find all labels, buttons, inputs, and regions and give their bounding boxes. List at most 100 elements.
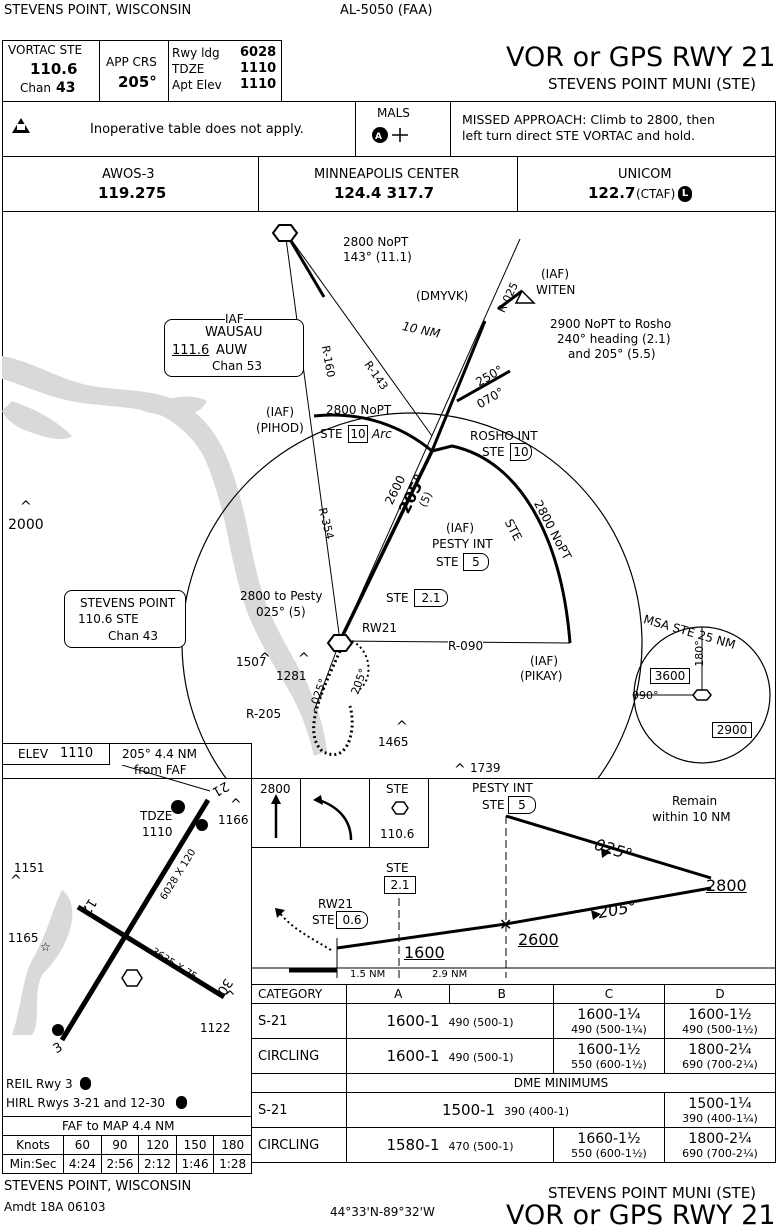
svg-text:A: A: [375, 132, 382, 142]
witen-leg: [497, 289, 523, 311]
obstacle-1281-icon: ^: [298, 651, 310, 667]
header-d: D: [664, 984, 776, 1004]
elev-2000: 2000: [8, 517, 44, 533]
chart-id: AL-5050 (FAA): [340, 3, 433, 18]
ctaf-label: (CTAF): [636, 187, 676, 201]
rosho-dme: 10: [513, 445, 529, 459]
outbound-path: [505, 814, 712, 880]
app-crs-box: [99, 40, 169, 102]
nopt-2800-b: 143° (11.1): [343, 250, 412, 264]
pcl-letter: L: [681, 188, 689, 199]
mals-label: MALS: [377, 106, 410, 120]
app-crs-value: 205°: [118, 73, 157, 91]
unicom-freq: 122.7: [588, 184, 636, 202]
obstacle-1739-icon: ^: [454, 762, 466, 778]
reil-pcl-icon: [80, 1077, 91, 1090]
inbound-path: [505, 886, 712, 926]
msa-2900: 2900: [716, 723, 748, 737]
dme-circ-d-sub: 690 (700-2¼): [682, 1146, 758, 1160]
dme-circ-d-value: 1800-2¼: [688, 1130, 752, 1147]
dme21-ste: STE: [386, 591, 409, 605]
rosho-int: ROSHO INT: [470, 429, 538, 443]
rosho-course: [430, 320, 487, 452]
dme21-box: 2.1: [414, 589, 448, 607]
rwy-ldg-value: 6028: [240, 45, 277, 60]
obstacle-1507-icon: ^: [259, 651, 271, 667]
minsec-label: Min:Sec: [1, 1154, 65, 1174]
knots-120: 120: [138, 1135, 177, 1155]
radial-r025: [339, 238, 521, 642]
time-150: 1:46: [175, 1154, 215, 1174]
outbound-arrow: [601, 848, 611, 858]
footer-procedure: VOR or GPS RWY 21: [506, 1200, 776, 1231]
remain-2: within 10 NM: [652, 810, 731, 824]
obstacle-2000-icon: ^: [20, 499, 32, 515]
rosho-ste: STE: [482, 445, 505, 459]
dme-circ-c-value: 1660-1½: [577, 1130, 641, 1147]
chan-value: 43: [56, 80, 76, 96]
wausau-id: AUW: [216, 343, 248, 358]
dme-header: DME MINIMUMS: [346, 1073, 776, 1093]
pihod-dme-box: 10: [348, 425, 368, 443]
apt-elev-value: 1110: [240, 77, 277, 92]
minimums-table: CATEGORY A B C D S-21 1600-1 490 (500-1)…: [251, 984, 776, 1163]
pihod-iaf: (IAF): [266, 405, 295, 419]
dme-s21-abc-value: 1500-1: [441, 1101, 496, 1119]
obstacle-1122-icon: ^: [224, 989, 236, 1005]
dme-s21-d-sub: 390 (400-1¼): [682, 1111, 758, 1125]
dme-circ-c-sub: 550 (600-1½): [571, 1146, 647, 1160]
faf-pointer: [121, 765, 211, 792]
witen-feeder: [456, 369, 511, 403]
tdze-value-ad: 1110: [142, 825, 173, 839]
profile-ste2: STE: [386, 861, 409, 875]
s21-d-value: 1600-1½: [688, 1006, 752, 1023]
missed-approach-track: [312, 650, 354, 756]
dme-s21-abc-sub: 390 (400-1): [504, 1105, 570, 1118]
knots-row: Knots 60 90 120 150 180: [1, 1135, 252, 1155]
pesty-hold-1: 2800 to Pesty: [240, 589, 323, 603]
s21-c-sub: 490 (500-1¼): [571, 1022, 647, 1036]
stevens-name: STEVENS POINT: [80, 596, 176, 610]
s21-ab-sub: 490 (500-1): [448, 1016, 514, 1029]
profile-dme06: 0.6: [342, 913, 362, 927]
profile-rw21: RW21: [318, 897, 353, 911]
obstacle-1465-icon: ^: [396, 719, 408, 735]
elev-1122-ad: 1122: [200, 1021, 231, 1035]
wausau-chan: Chan 53: [212, 359, 263, 373]
missed-ste-freq: 110.6: [380, 827, 415, 841]
msa-090: 090°: [632, 689, 659, 702]
nopt-2800-a: 2800 NoPT: [343, 235, 409, 249]
stevens-point-box: [64, 590, 186, 648]
lake-west: [2, 401, 72, 440]
visual-aid-icon: [52, 1024, 64, 1036]
s21-d-sub: 490 (500-1½): [682, 1022, 758, 1036]
faf-map-table: Knots 60 90 120 150 180 Min:Sec 4:24 2:5…: [1, 1135, 252, 1174]
app-crs-label: APP CRS: [106, 55, 157, 69]
alternate-minimums-icon-inner: [17, 124, 25, 130]
s21-label: S-21: [251, 1003, 347, 1039]
footer-amdt: Amdt 18A 06103: [4, 1200, 106, 1214]
profile-missed-arrow: [275, 908, 285, 918]
circ-c-sub: 550 (600-1½): [571, 1057, 647, 1071]
pikay-name: (PIKAY): [520, 669, 563, 683]
s21-c-value: 1600-1¼: [577, 1006, 641, 1023]
profile-dme21: 2.1: [390, 878, 410, 892]
airport-vortac-icon: [121, 969, 143, 987]
time-180: 1:28: [213, 1154, 252, 1174]
pesty-ste: STE: [436, 555, 459, 569]
alsf-icon: [171, 800, 185, 814]
faf-dist-2: from FAF: [134, 763, 187, 777]
elev-label: ELEV: [18, 747, 49, 761]
left-turn-arrow-head: [313, 795, 323, 805]
rosho-note-3: and 205° (5.5): [568, 347, 656, 361]
s21-ab-value: 1600-1: [386, 1012, 440, 1030]
procedure-title: VOR or GPS RWY 21: [506, 42, 776, 73]
msa-3600: 3600: [654, 669, 686, 683]
dme-s21-abc: 1500-1 390 (400-1): [346, 1092, 665, 1128]
time-90: 2:56: [100, 1154, 140, 1174]
